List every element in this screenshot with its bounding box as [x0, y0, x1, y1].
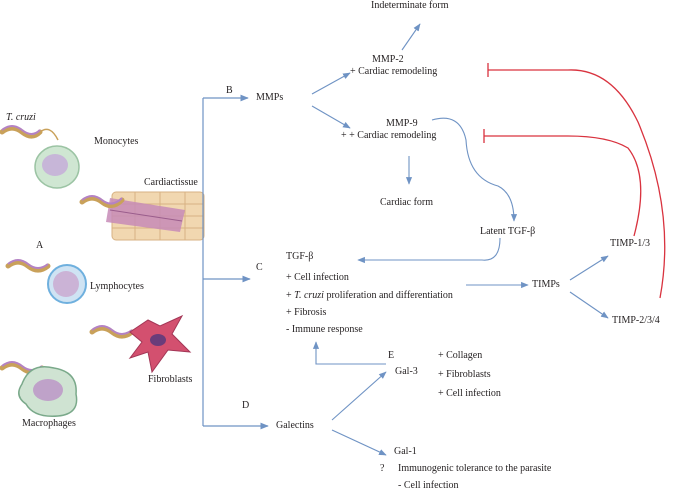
gal1-question-mark: ?: [380, 463, 385, 474]
gal3-item-cell-infection: + Cell infection: [438, 388, 501, 399]
timps-label: TIMPs: [532, 279, 560, 290]
tgf-item-proliferation: + T. cruzi proliferation and differentia…: [286, 290, 453, 302]
tgf-item-proliferation-prefix: +: [286, 290, 295, 301]
gal1-label: Gal-1: [394, 446, 417, 457]
lymphocytes-label: Lymphocytes: [90, 281, 144, 292]
panel-letter-a: A: [36, 240, 44, 251]
mmp2-effect-label: + Cardiac remodeling: [350, 66, 438, 77]
indeterminate-form-label: Indeterminate form: [371, 0, 449, 11]
tgf-to-timps-arrow: [466, 255, 609, 319]
galectin-arrows: [312, 341, 387, 456]
macrophages-label: Macrophages: [22, 418, 76, 429]
tgf-item-immune-response: - Immune response: [286, 324, 363, 335]
galectins-label: Galectins: [276, 420, 314, 431]
panel-letter-d: D: [242, 400, 250, 411]
timp13-label: TIMP-1/3: [610, 238, 650, 249]
mmp2-label: MMP-2: [372, 54, 404, 65]
fibroblast-cell-icon: [89, 314, 192, 374]
panel-letter-e: E: [388, 350, 395, 361]
cardiac-tissue-label: Cardiactissue: [144, 177, 198, 188]
gal3-label: Gal-3: [395, 366, 418, 377]
mmp9-label: MMP-9: [386, 118, 418, 129]
panel-letter-c: C: [256, 262, 263, 273]
tcruzi-parasite-icon: [0, 125, 59, 141]
fibroblasts-label: Fibroblasts: [148, 374, 193, 385]
timp-inhibition-lines: [483, 63, 666, 299]
tgf-beta-label: TGF-β: [286, 251, 314, 262]
monocytes-label: Monocytes: [94, 136, 139, 147]
cardiac-tissue-icon: [79, 191, 205, 241]
gal1-item-tolerance: Immunogenic tolerance to the parasite: [398, 463, 552, 474]
gal3-item-fibroblasts: + Fibroblasts: [438, 369, 491, 380]
tgf-item-cell-infection: + Cell infection: [286, 272, 349, 283]
tgf-item-proliferation-suffix: proliferation and differentiation: [323, 290, 453, 301]
timp234-label: TIMP-2/3/4: [612, 315, 660, 326]
macrophage-cell-icon: [0, 361, 78, 417]
monocyte-cell-icon: [34, 145, 80, 189]
main-branch-connector: [202, 94, 269, 430]
tgf-item-fibrosis: + Fibrosis: [286, 307, 327, 318]
mmps-label: MMPs: [256, 92, 284, 103]
tcruzi-label: T. cruzi: [6, 112, 36, 123]
tgf-item-proliferation-organism: T. cruzi: [294, 290, 324, 301]
mmp-arrows: [311, 23, 518, 264]
gal1-item-cell-infection: - Cell infection: [398, 480, 459, 491]
panel-letter-b: B: [226, 85, 233, 96]
latent-tgf-label: Latent TGF-β: [480, 226, 536, 237]
gal3-item-collagen: + Collagen: [438, 350, 483, 361]
cardiac-form-label: Cardiac form: [380, 197, 434, 208]
mmp9-effect-label: + + Cardiac remodeling: [341, 130, 437, 141]
lymphocyte-cell-icon: [5, 259, 87, 304]
